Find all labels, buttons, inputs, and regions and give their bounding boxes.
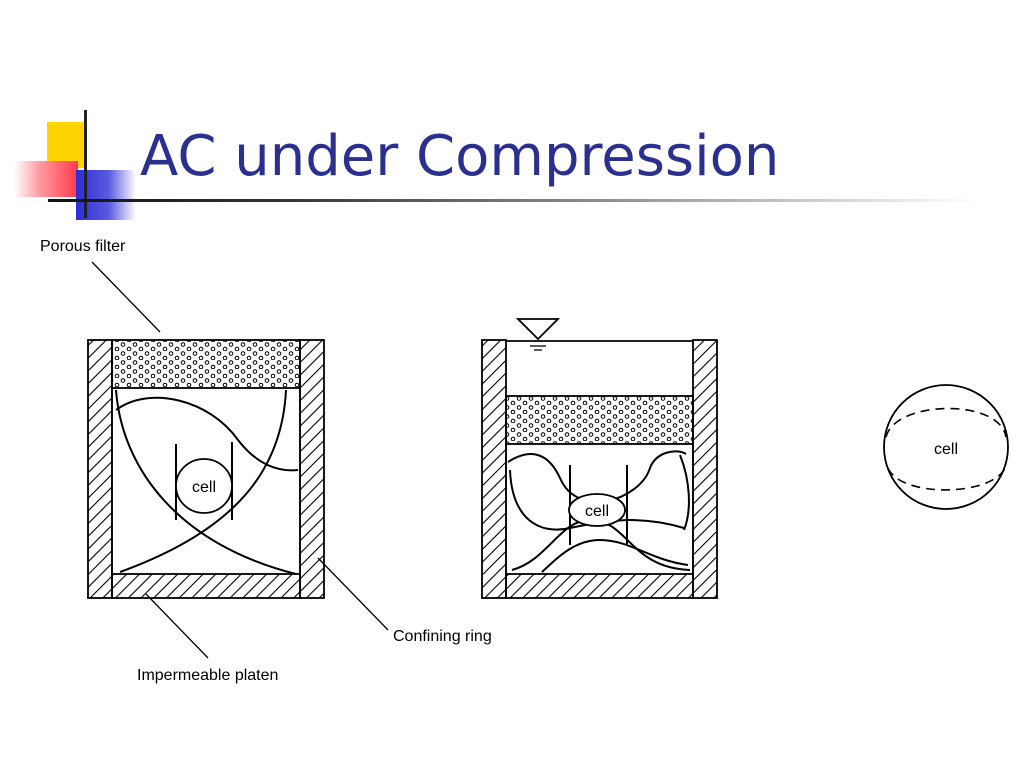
confining-ring-leader — [317, 557, 389, 631]
left-confining-ring-left-wall — [87, 339, 113, 599]
impermeable-platen-leader — [145, 593, 209, 659]
slide-title: AC under Compression — [140, 124, 780, 189]
confining-ring-label: Confining ring — [393, 628, 492, 645]
standalone-cell-upper-dashed — [885, 407, 1007, 438]
decor-vertical-line — [84, 110, 87, 218]
title-underline — [48, 199, 978, 202]
middle-confining-ring-right-wall — [692, 339, 718, 599]
decor-red-square — [14, 161, 78, 197]
middle-cell — [568, 493, 626, 527]
left-cell-label: cell — [192, 479, 216, 496]
decor-yellow-square — [47, 122, 85, 168]
left-porous-filter — [111, 339, 301, 389]
standalone-cell-lower-dashed — [887, 465, 1007, 491]
left-confining-ring-right-wall — [299, 339, 325, 599]
left-impermeable-platen — [111, 573, 301, 599]
standalone-cell: cell — [883, 384, 1009, 510]
left-cell — [175, 458, 233, 514]
middle-impermeable-platen — [505, 573, 694, 599]
porous-filter-label: Porous filter — [40, 238, 126, 255]
middle-cell-label: cell — [585, 503, 609, 520]
middle-apparatus: cell — [481, 318, 718, 599]
porous-filter-leader — [91, 261, 161, 333]
middle-confining-ring-left-wall — [481, 339, 507, 599]
middle-porous-filter — [505, 395, 694, 445]
standalone-cell-label: cell — [934, 441, 958, 458]
standalone-cell-outline — [883, 384, 1009, 510]
impermeable-platen-label: Impermeable platen — [137, 667, 278, 684]
water-level-icon — [515, 318, 561, 351]
left-apparatus: cell — [87, 339, 325, 599]
